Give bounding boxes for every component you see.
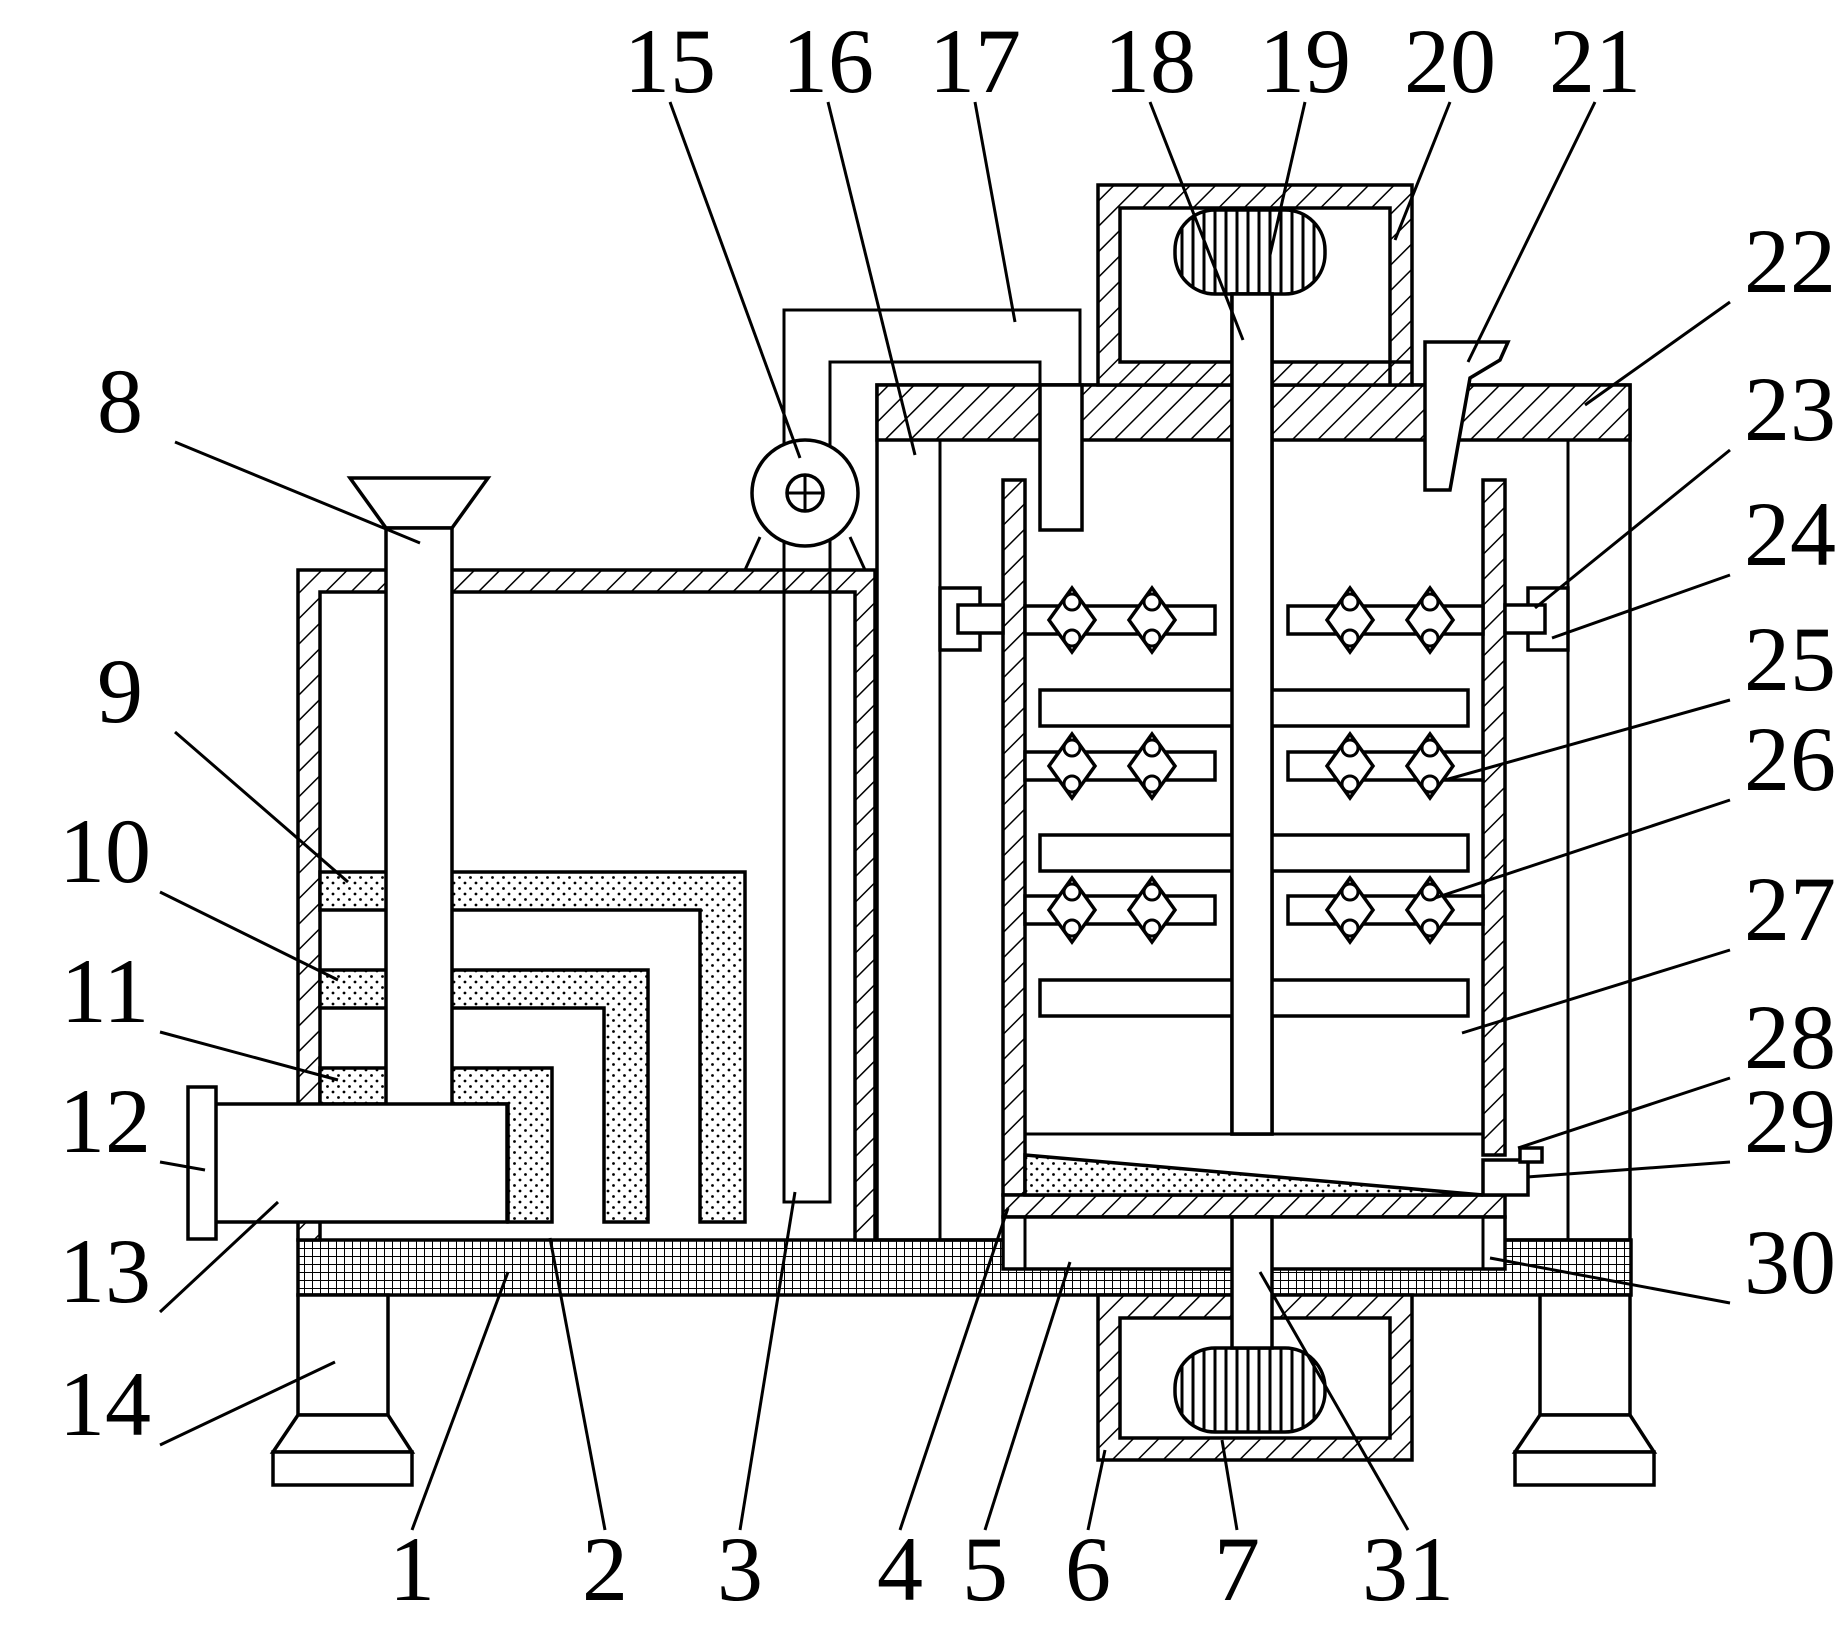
callout-leader-line [1268, 101, 1307, 256]
support-leg-left [269, 1293, 416, 1487]
stirring-blades [1023, 292, 1485, 1136]
callout-label: 27 [1744, 858, 1836, 960]
stirring-roller [1126, 731, 1178, 801]
callout-leader-line [1148, 101, 1245, 341]
stirring-roller [1404, 731, 1456, 801]
callout-label: 9 [97, 640, 143, 742]
stirring-roller [1404, 875, 1456, 945]
callout-label: 22 [1744, 210, 1836, 312]
callout-leader-line [548, 1237, 607, 1531]
callout-leader-line [1444, 698, 1731, 782]
callout-leader-line [983, 1261, 1072, 1531]
callout-leader-line [1461, 948, 1731, 1035]
callout-label: 1 [389, 1518, 435, 1620]
feed-hopper [346, 476, 492, 1128]
callout-label: 15 [624, 10, 716, 112]
mixing-drum [1001, 478, 1507, 1219]
callout-label: 18 [1104, 10, 1196, 112]
callout-leader-line [1489, 1256, 1731, 1305]
callout-label: 3 [717, 1518, 763, 1620]
stirring-roller [1324, 731, 1376, 801]
stirring-roller [1126, 875, 1178, 945]
callout-label: 11 [61, 940, 150, 1042]
callout-leader-line [738, 1191, 797, 1531]
callout-leader-line [1584, 300, 1731, 407]
callout-leader-line [159, 1360, 336, 1447]
callout-leader-line [1220, 1439, 1239, 1531]
stirring-roller [1126, 585, 1178, 655]
stirring-roller [1324, 875, 1376, 945]
callout-label: 13 [59, 1220, 151, 1322]
stirring-shaft-front [1230, 292, 1274, 1136]
stirring-roller [1046, 731, 1098, 801]
callout-label: 6 [1065, 1518, 1111, 1620]
left-tank-wall [296, 568, 877, 1242]
callout-label: 30 [1744, 1211, 1836, 1313]
lower-motor-housing [1096, 1293, 1414, 1462]
callout-leader-line [1393, 101, 1452, 241]
callout-label: 19 [1259, 10, 1351, 112]
callout-leader-line [174, 730, 349, 884]
callout-label: 21 [1549, 10, 1641, 112]
upper-motor-housing [1096, 183, 1414, 387]
stirring-roller [1324, 585, 1376, 655]
callout-leader-line [158, 1200, 280, 1314]
callout-leader-line [1534, 448, 1731, 610]
stirring-roller [1404, 585, 1456, 655]
callout-leader-line [159, 890, 339, 982]
callout-label: 23 [1744, 358, 1836, 460]
callout-label: 28 [1744, 986, 1836, 1088]
return-pipe-outlet [1038, 383, 1084, 532]
callout-label: 5 [962, 1518, 1008, 1620]
callout-label: 20 [1404, 10, 1496, 112]
callout-label: 10 [59, 800, 151, 902]
callout-label: 16 [782, 10, 874, 112]
callout-leader-line [159, 1030, 339, 1082]
drum-guide-blocks [938, 586, 1570, 652]
callout-leader-line [1526, 1160, 1731, 1179]
callout-leader-line [1517, 1076, 1731, 1150]
water-pump [743, 438, 867, 571]
callout-leader-line [1258, 1271, 1410, 1531]
callout-leader-line [410, 1271, 510, 1531]
callout-label: 26 [1744, 708, 1836, 810]
callout-leader-line [174, 440, 421, 545]
callout-label: 12 [59, 1070, 151, 1172]
stirring-roller [1046, 875, 1098, 945]
callout-label: 7 [1214, 1518, 1260, 1620]
feed-inlet [1423, 340, 1511, 492]
stirring-roller [1046, 585, 1098, 655]
callout-label: 31 [1362, 1518, 1454, 1620]
callout-leader-line [668, 101, 802, 459]
drive-shaft-lower [1230, 1215, 1274, 1350]
callout-leader-line [826, 101, 917, 456]
callout-label: 24 [1744, 483, 1836, 585]
callout-leader-line [1551, 573, 1731, 640]
callout-leader-line [1434, 798, 1731, 900]
callout-label: 4 [877, 1518, 923, 1620]
callout-leader-line [1086, 1449, 1107, 1531]
callout-label: 14 [59, 1353, 151, 1455]
callout-leader-line [1466, 101, 1597, 363]
callout-label: 29 [1744, 1070, 1836, 1172]
callout-label: 17 [929, 10, 1021, 112]
callout-label: 8 [97, 350, 143, 452]
support-leg-right [1511, 1293, 1658, 1487]
callout-label: 25 [1744, 608, 1836, 710]
callout-leader-line [898, 1207, 1010, 1531]
outlet-pipe [186, 1085, 509, 1241]
callout-leader-line [973, 101, 1017, 323]
callout-leader-line [159, 1160, 206, 1172]
callout-label: 2 [582, 1518, 628, 1620]
